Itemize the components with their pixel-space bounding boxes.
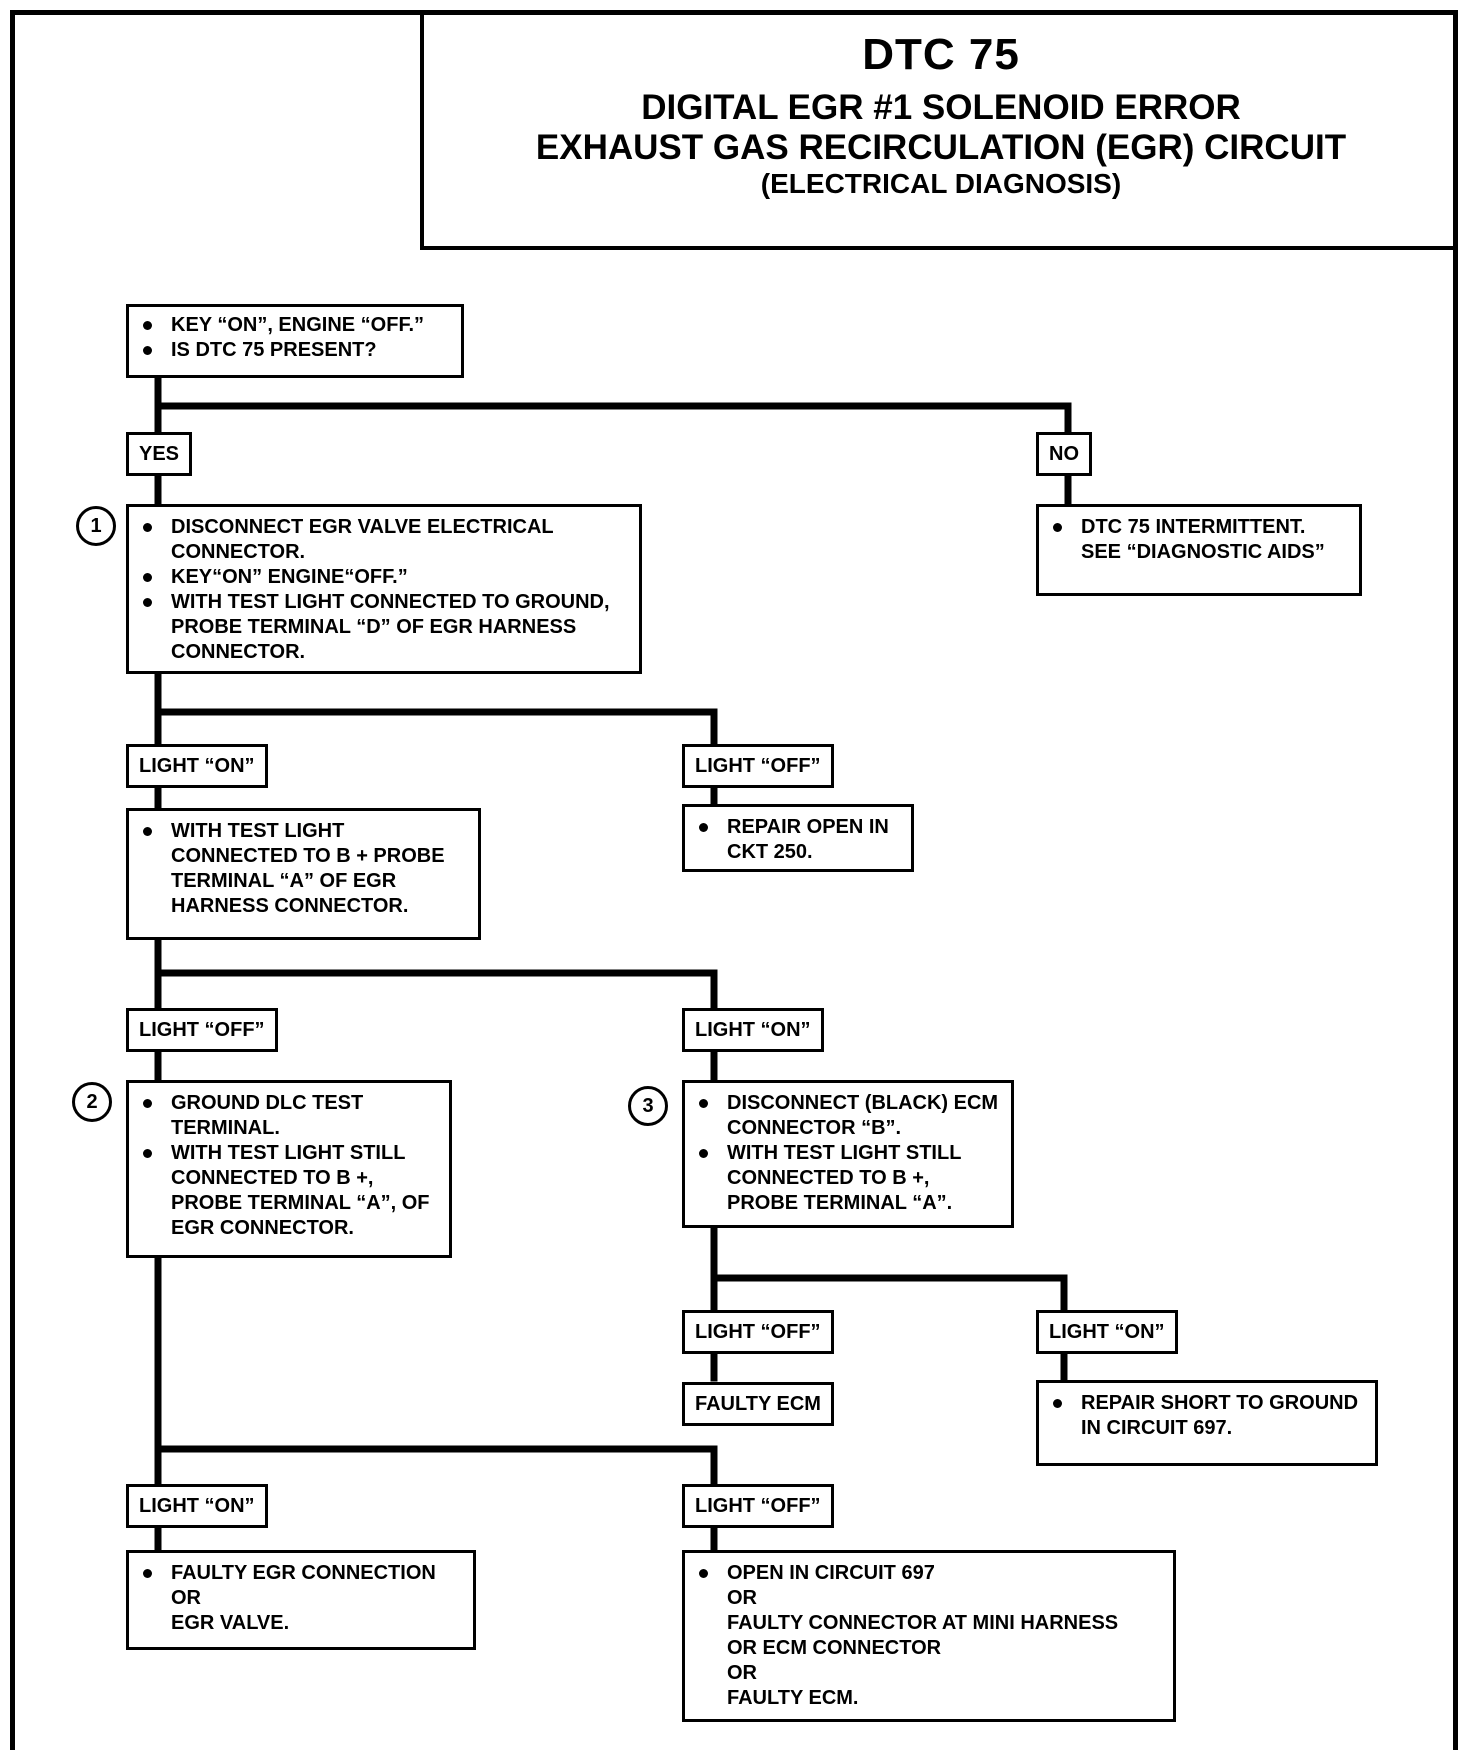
light-on-label: LIGHT “ON”	[126, 1484, 268, 1528]
light-on-label: LIGHT “ON”	[682, 1008, 824, 1052]
start-check-box: KEY “ON”, ENGINE “OFF.” IS DTC 75 PRESEN…	[126, 304, 464, 378]
open-circuit-line: FAULTY ECM.	[727, 1687, 859, 1709]
open-circuit-line: OR	[727, 1587, 757, 1609]
title-line-3: (ELECTRICAL DIAGNOSIS)	[760, 168, 1122, 199]
open-circuit-line: FAULTY CONNECTOR AT MINI HARNESS	[727, 1612, 1119, 1634]
title-block: DTC 75 DIGITAL EGR #1 SOLENOID ERROR EXH…	[420, 10, 1458, 250]
repair-open-item: REPAIR OPEN IN CKT 250.	[695, 815, 901, 865]
step-3-box: DISCONNECT (BLACK) ECM CONNECTOR “B”. WI…	[682, 1080, 1014, 1228]
step-1-item: DISCONNECT EGR VALVE ELECTRICAL CONNECTO…	[139, 515, 629, 565]
dtc-code-title: DTC 75	[862, 30, 1020, 79]
light-off-label: LIGHT “OFF”	[682, 744, 834, 788]
faulty-egr-line: EGR VALVE.	[171, 1612, 290, 1634]
repair-short-item: REPAIR SHORT TO GROUND IN CIRCUIT 697.	[1049, 1391, 1365, 1441]
step-1-item: KEY“ON” ENGINE“OFF.”	[139, 565, 629, 590]
intermittent-item: DTC 75 INTERMITTENT. SEE “DIAGNOSTIC AID…	[1049, 515, 1349, 565]
repair-short-box: REPAIR SHORT TO GROUND IN CIRCUIT 697.	[1036, 1380, 1378, 1466]
b-plus-test-item: WITH TEST LIGHT CONNECTED TO B + PROBE T…	[139, 819, 468, 919]
step-1-box: DISCONNECT EGR VALVE ELECTRICAL CONNECTO…	[126, 504, 642, 674]
step-2-box: GROUND DLC TEST TERMINAL. WITH TEST LIGH…	[126, 1080, 452, 1258]
faulty-egr-item: FAULTY EGR CONNECTION	[139, 1561, 463, 1586]
open-circuit-line: OR	[727, 1662, 757, 1684]
step-2-item: GROUND DLC TEST TERMINAL.	[139, 1091, 439, 1141]
light-off-label: LIGHT “OFF”	[682, 1484, 834, 1528]
yes-label: YES	[126, 432, 193, 476]
light-off-label: LIGHT “OFF”	[126, 1008, 278, 1052]
light-on-label: LIGHT “ON”	[126, 744, 268, 788]
start-item: IS DTC 75 PRESENT?	[139, 338, 451, 363]
open-circuit-line: OR ECM CONNECTOR	[727, 1637, 942, 1659]
b-plus-test-box: WITH TEST LIGHT CONNECTED TO B + PROBE T…	[126, 808, 481, 940]
open-circuit-item: OPEN IN CIRCUIT 697	[695, 1561, 1163, 1586]
title-line-1: DIGITAL EGR #1 SOLENOID ERROR	[641, 88, 1241, 127]
step-1-item: WITH TEST LIGHT CONNECTED TO GROUND, PRO…	[139, 590, 629, 665]
faulty-egr-box: FAULTY EGR CONNECTION OR EGR VALVE.	[126, 1550, 476, 1650]
step-2-item: WITH TEST LIGHT STILL CONNECTED TO B +, …	[139, 1141, 439, 1241]
step-1-marker: 1	[76, 506, 116, 546]
no-label: NO	[1036, 432, 1092, 476]
page-frame	[10, 10, 1458, 1750]
open-circuit-box: OPEN IN CIRCUIT 697 OR FAULTY CONNECTOR …	[682, 1550, 1176, 1722]
step-2-marker: 2	[72, 1082, 112, 1122]
light-off-label: LIGHT “OFF”	[682, 1310, 834, 1354]
intermittent-box: DTC 75 INTERMITTENT. SEE “DIAGNOSTIC AID…	[1036, 504, 1362, 596]
faulty-egr-line: OR	[171, 1587, 201, 1609]
light-on-label: LIGHT “ON”	[1036, 1310, 1178, 1354]
step-3-marker: 3	[628, 1086, 668, 1126]
repair-open-box: REPAIR OPEN IN CKT 250.	[682, 804, 914, 872]
title-line-2: EXHAUST GAS RECIRCULATION (EGR) CIRCUIT	[535, 128, 1347, 167]
step-3-item: WITH TEST LIGHT STILL CONNECTED TO B +, …	[695, 1141, 1001, 1216]
step-3-item: DISCONNECT (BLACK) ECM CONNECTOR “B”.	[695, 1091, 1001, 1141]
faulty-ecm-box: FAULTY ECM	[682, 1382, 834, 1426]
start-item: KEY “ON”, ENGINE “OFF.”	[139, 313, 451, 338]
